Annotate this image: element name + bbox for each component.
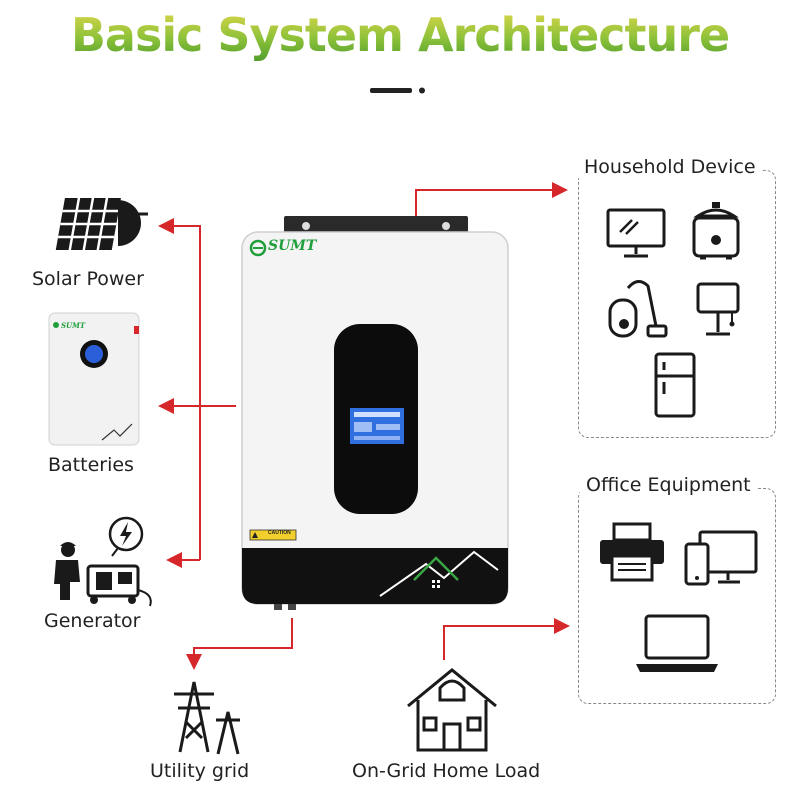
inverter-brand-label: SUMT <box>268 238 317 254</box>
on-grid-home-load-label: On-Grid Home Load <box>352 760 541 782</box>
power-tower-icon <box>174 681 240 755</box>
vacuum-cleaner-icon <box>608 280 668 338</box>
caution-label: CAUTION <box>268 530 291 536</box>
computer-devices-icon <box>684 530 758 586</box>
generator-icon <box>54 516 152 607</box>
office-equipment-title: Office Equipment <box>580 474 757 496</box>
utility-grid-label: Utility grid <box>150 760 250 782</box>
svg-text:SUMT: SUMT <box>61 321 86 330</box>
battery-unit-icon: SUMT <box>48 312 140 446</box>
title-divider <box>370 87 425 94</box>
solar-power-label: Solar Power <box>32 268 144 290</box>
refrigerator-icon <box>654 352 696 418</box>
printer-icon <box>600 522 664 582</box>
arrow-to-solar <box>158 218 201 560</box>
page-title: Basic System Architecture <box>0 8 800 62</box>
lamp-icon <box>696 282 740 336</box>
rice-cooker-icon <box>692 202 740 260</box>
household-device-title: Household Device <box>578 156 762 178</box>
batteries-label: Batteries <box>48 454 134 476</box>
laptop-icon <box>636 614 718 672</box>
house-icon <box>407 668 497 752</box>
monitor-icon <box>606 208 666 258</box>
generator-label: Generator <box>44 610 141 632</box>
arrow-to-household <box>415 182 568 218</box>
solar-panel-icon <box>55 198 148 250</box>
arrow-to-utility-grid <box>186 618 293 670</box>
arrow-to-office <box>443 618 570 660</box>
inverter <box>241 216 509 610</box>
